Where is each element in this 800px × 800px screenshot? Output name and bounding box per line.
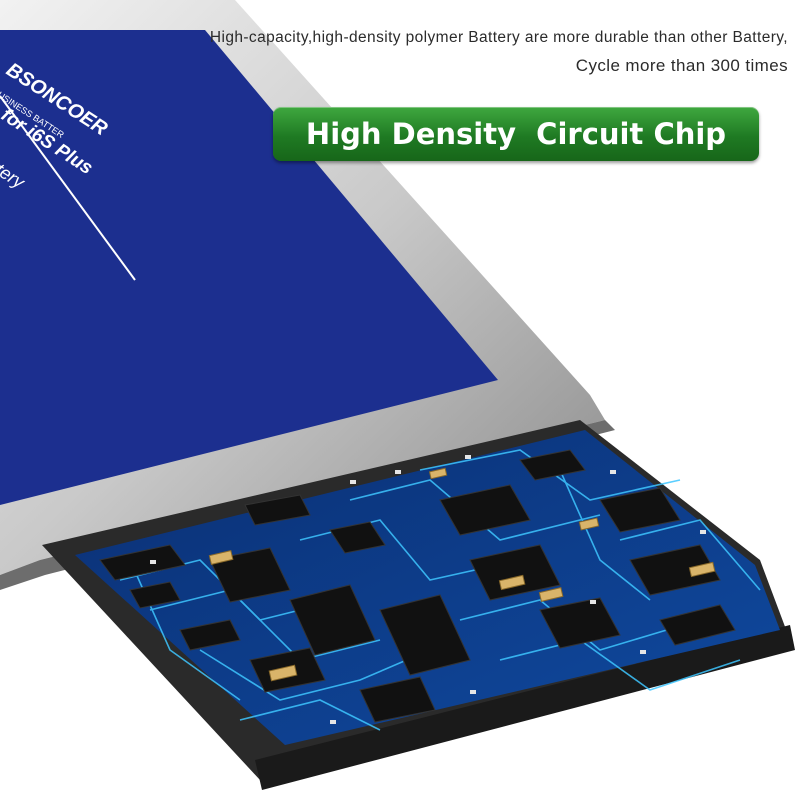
feature-badge: High Density Circuit Chip xyxy=(273,107,759,161)
battery-blue-label xyxy=(0,30,498,505)
pcb-small-components xyxy=(150,455,706,724)
description-line-2: Cycle more than 300 times xyxy=(575,56,788,75)
pcb-gold-components xyxy=(208,467,716,682)
description-line-1: High-capacity,high-density polymer Batte… xyxy=(209,29,788,46)
pcb-chips xyxy=(99,449,736,723)
pcb-board xyxy=(75,430,780,745)
